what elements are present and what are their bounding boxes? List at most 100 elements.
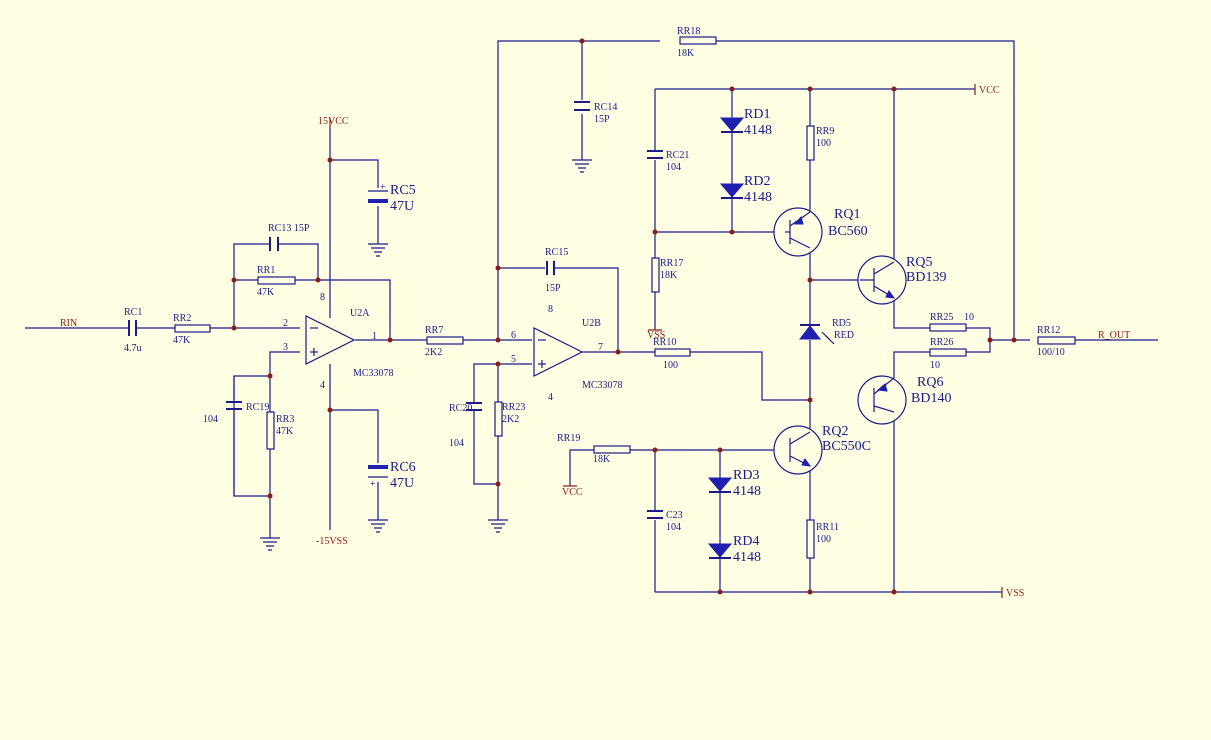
u2b-part: MC33078	[582, 380, 623, 391]
rr1-ref: RR1	[257, 265, 275, 276]
rc1-value: 4.7u	[124, 343, 142, 354]
rr18-value: 18K	[677, 48, 695, 59]
port-vss-rr17: VSS	[647, 330, 665, 341]
capacitor-rc21[interactable]: RC21 104	[647, 150, 689, 173]
resistor-rr11[interactable]: RR11 100	[806, 519, 839, 559]
diode-rd4[interactable]: RD4 4148	[707, 534, 761, 565]
u2b-pin-inv: 6	[511, 330, 516, 341]
rr12-value: 100/10	[1037, 347, 1065, 358]
transistor-rq5[interactable]: RQ5 BD139	[857, 255, 946, 305]
rr26-ref: RR26	[930, 337, 953, 348]
resistor-rr10[interactable]: RR10 100	[653, 337, 691, 371]
resistor-rr12[interactable]: RR12 100/10	[1037, 325, 1076, 358]
port-neg15vss: -15VSS	[316, 536, 348, 547]
diode-rd2[interactable]: RD2 4148	[719, 174, 772, 205]
port-vcc-rr19: VCC	[562, 487, 583, 498]
capacitor-rc5[interactable]: + RC5 47U	[368, 182, 416, 214]
resistor-rr3[interactable]: RR3 47K	[266, 411, 294, 450]
resistor-rr7[interactable]: RR7 2K2	[425, 325, 464, 358]
capacitor-rc1[interactable]: RC1 4.7u	[124, 307, 142, 354]
c23-value: 104	[666, 522, 681, 533]
resistor-rr1[interactable]: RR1 47K	[257, 265, 296, 298]
resistor-rr18[interactable]: RR18 18K	[677, 26, 717, 59]
rd3-ref: RD3	[733, 468, 759, 483]
rd4-ref: RD4	[733, 534, 759, 549]
rq5-ref: RQ5	[906, 255, 932, 270]
wires	[25, 40, 1158, 593]
rr19-ref: RR19	[557, 433, 580, 444]
rr23-ref: RR23	[502, 402, 525, 413]
u2a-pin-vee: 4	[320, 380, 325, 391]
u2a-pin-vcc: 8	[320, 292, 325, 303]
u2b-ref: U2B	[582, 318, 601, 329]
resistor-rr9[interactable]: RR9 100	[806, 125, 834, 161]
rc21-value: 104	[666, 162, 681, 173]
u2b-pin-out: 7	[598, 342, 603, 353]
rr25-ref: RR25	[930, 312, 953, 323]
net-label-r-out: R_OUT	[1098, 330, 1130, 341]
rq5-value: BD139	[906, 270, 946, 285]
led-rd5[interactable]: RD5 RED	[798, 318, 854, 345]
power-ports: 15VCC -15VSS VCC VSS VCC VSS	[316, 84, 1024, 599]
diode-rd1[interactable]: RD1 4148	[719, 107, 772, 138]
rr10-ref: RR10	[653, 337, 676, 348]
resistor-rr26[interactable]: RR26 10	[929, 337, 967, 371]
resistor-rr17[interactable]: RR17 18K	[651, 257, 683, 293]
rr1-value: 47K	[257, 287, 275, 298]
rc15-ref: RC15	[545, 247, 568, 258]
diode-rd3[interactable]: RD3 4148	[707, 468, 761, 499]
port-vss: VSS	[1006, 588, 1024, 599]
rq6-ref: RQ6	[917, 375, 943, 390]
opamp-u2b[interactable]: U2B MC33078 7 6 5 8 4	[511, 304, 623, 403]
junctions	[231, 38, 1017, 595]
resistor-rr19[interactable]: RR19 18K	[557, 433, 631, 465]
port-15vcc: 15VCC	[318, 116, 349, 127]
transistor-rq2[interactable]: RQ2 BC550C	[773, 424, 871, 475]
u2b-pin-noninv: 5	[511, 354, 516, 365]
u2a-pin-inv: 2	[283, 318, 288, 329]
resistor-rr2[interactable]: RR2 47K	[173, 313, 211, 346]
rc14-value: 15P	[594, 114, 610, 125]
rr10-value: 100	[663, 360, 678, 371]
rd2-value: 4148	[744, 190, 772, 205]
u2a-ref: U2A	[350, 308, 370, 319]
rr25-value: 10	[964, 312, 974, 323]
rc20-ref: RC20	[449, 403, 472, 414]
rd3-value: 4148	[733, 484, 761, 499]
capacitor-rc13[interactable]: RC13 15P	[268, 223, 310, 251]
rd1-ref: RD1	[744, 107, 770, 122]
u2b-pin-vcc: 8	[548, 304, 553, 315]
rr7-value: 2K2	[425, 347, 442, 358]
opamp-u2a[interactable]: U2A MC33078 1 2 3 8 4	[283, 292, 394, 391]
rr12-ref: RR12	[1037, 325, 1060, 336]
rc19-value: 104	[203, 414, 218, 425]
transistor-rq6[interactable]: RQ6 BD140	[857, 375, 951, 425]
c23-ref: C23	[666, 510, 683, 521]
rc19-ref: RC19	[246, 402, 269, 413]
rd2-ref: RD2	[744, 174, 770, 189]
rr2-value: 47K	[173, 335, 191, 346]
capacitor-rc6[interactable]: + RC6 47U	[368, 460, 416, 491]
resistor-rr23[interactable]: RR23 2K2	[494, 401, 525, 437]
rd4-value: 4148	[733, 550, 761, 565]
rq2-value: BC550C	[822, 439, 871, 454]
capacitor-rc19[interactable]: RC19 104	[203, 401, 269, 425]
rc20-value: 104	[449, 438, 464, 449]
rc6-plus-sign: +	[370, 479, 376, 490]
rc13-ref: RC13 15P	[268, 223, 310, 234]
rr17-value: 18K	[660, 270, 678, 281]
u2a-part: MC33078	[353, 368, 394, 379]
resistor-rr25[interactable]: RR25 10	[929, 312, 974, 332]
capacitor-rc20[interactable]: RC20 104	[449, 402, 482, 449]
u2a-pin-out: 1	[372, 331, 377, 342]
capacitor-rc14[interactable]: RC14 15P	[574, 101, 617, 125]
rd1-value: 4148	[744, 123, 772, 138]
capacitor-c23[interactable]: C23 104	[647, 510, 683, 533]
rc6-ref: RC6	[390, 460, 416, 475]
rc1-ref: RC1	[124, 307, 142, 318]
rd5-value: RED	[834, 330, 854, 341]
transistor-rq1[interactable]: RQ1 BC560	[773, 207, 868, 257]
u2a-pin-noninv: 3	[283, 342, 288, 353]
capacitor-rc15[interactable]: RC15 15P	[545, 247, 568, 294]
